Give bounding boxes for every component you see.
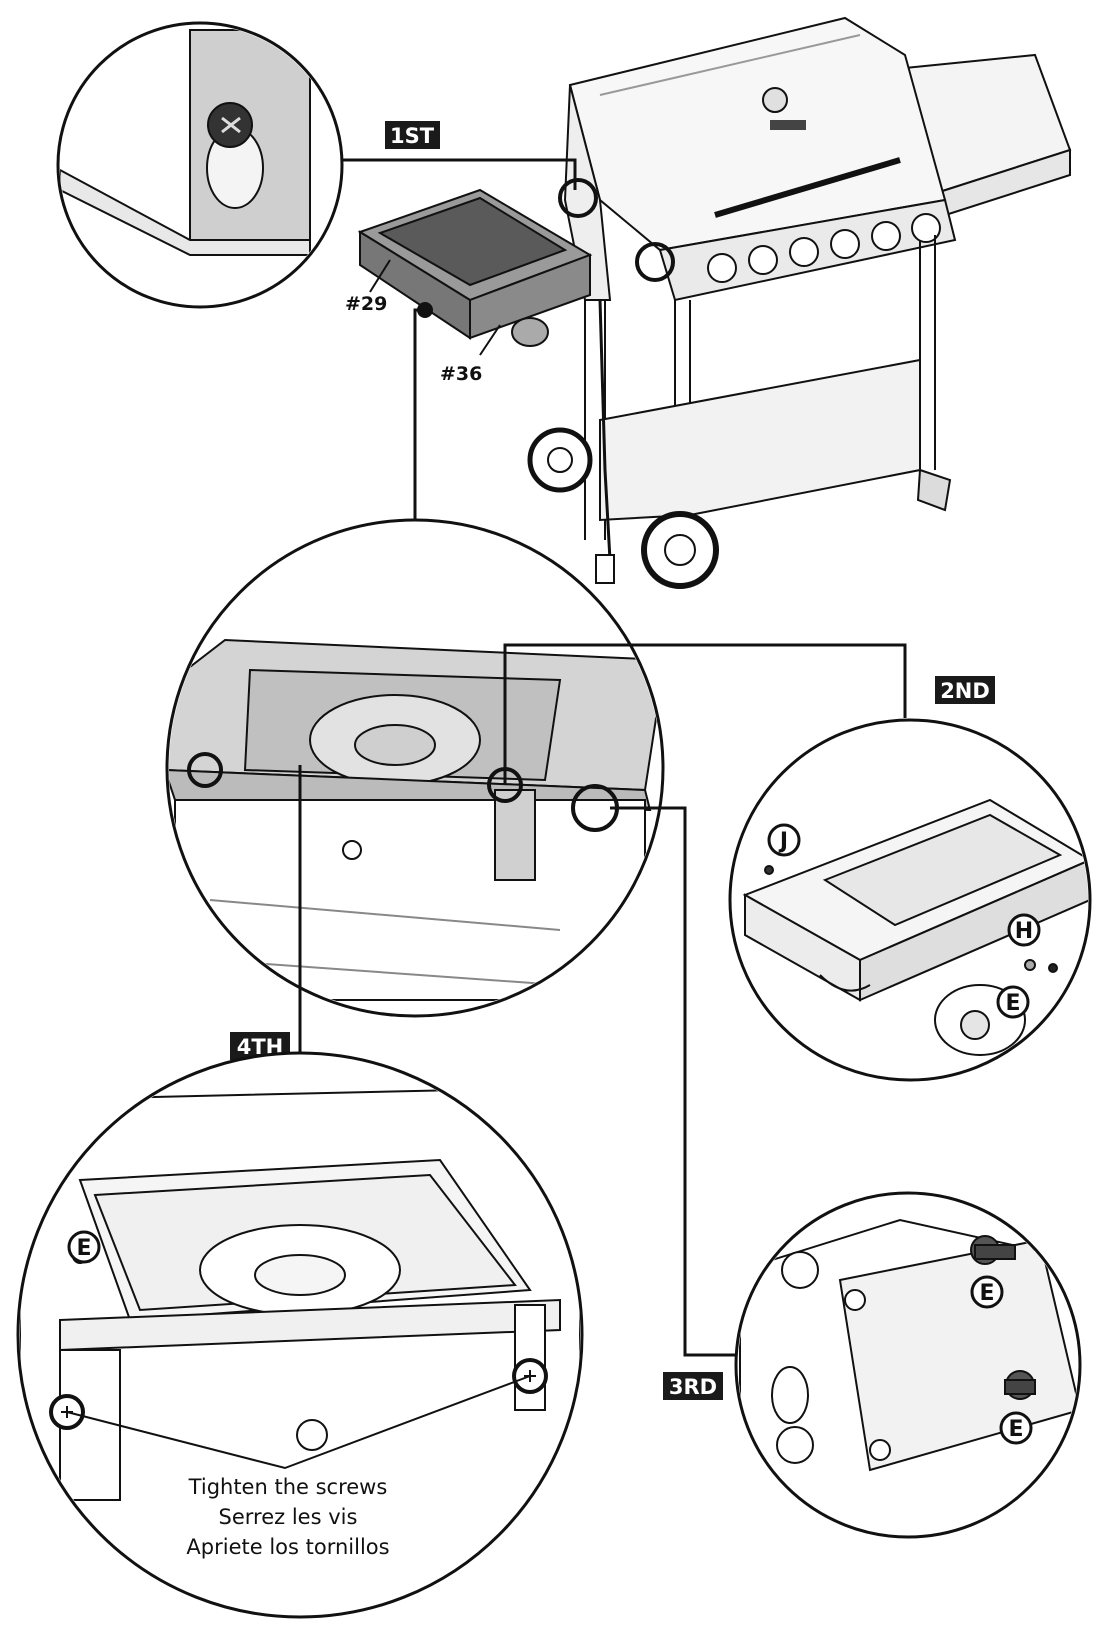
- control-knobs: [707, 213, 941, 283]
- part-29-label: #29: [345, 293, 387, 315]
- side-burner-part: [357, 188, 593, 356]
- step-2-detail: 2ND J H E: [503, 643, 1092, 1082]
- hardware-h-label: H: [1015, 919, 1033, 944]
- hardware-e-step3-top-label: E: [979, 1281, 994, 1306]
- hardware-e-step3-bottom-label: E: [1008, 1417, 1023, 1442]
- step-3-detail: 3RD E E: [610, 806, 1082, 1539]
- grill-illustration: [527, 16, 1072, 589]
- caption-french: Serrez les vis: [219, 1505, 358, 1529]
- part-36-label: #36: [440, 363, 482, 385]
- caption-english: Tighten the screws: [188, 1475, 388, 1499]
- detail-connector: [413, 308, 425, 520]
- step-1-detail: 1ST: [56, 21, 577, 309]
- hardware-e-step2-label: E: [1005, 991, 1020, 1016]
- step-4-detail: 4TH E Tighten the screws Serrez les vis …: [16, 765, 584, 1619]
- caption-spanish: Apriete los tornillos: [186, 1535, 389, 1559]
- step-3-tag: 3RD: [669, 1375, 717, 1399]
- hardware-j-label: J: [778, 829, 788, 854]
- step-2-tag: 2ND: [940, 679, 990, 703]
- hardware-e-step4-label: E: [76, 1236, 91, 1261]
- underside-detail: [165, 518, 665, 1018]
- step-1-tag: 1ST: [390, 124, 435, 148]
